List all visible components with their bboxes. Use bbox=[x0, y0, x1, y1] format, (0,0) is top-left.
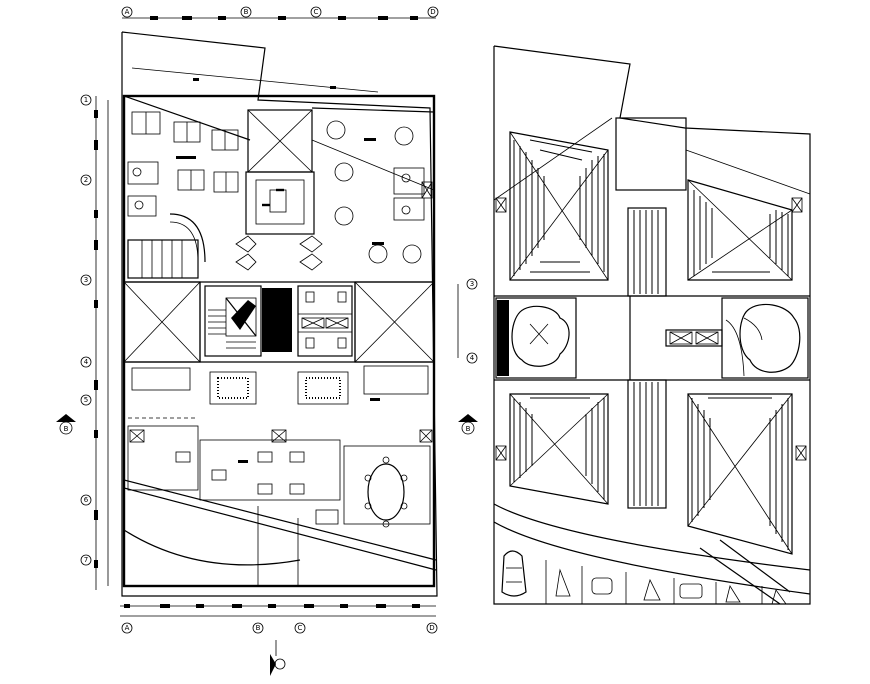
grid-label-b-bottom: B bbox=[256, 624, 261, 632]
grid-label-b-top: B bbox=[244, 8, 249, 16]
grid-label-d-top: D bbox=[430, 8, 435, 16]
left-dimension-line bbox=[94, 96, 109, 590]
roof-bottom-left bbox=[509, 393, 609, 505]
courtyard-right bbox=[721, 297, 809, 379]
grid-label-d-bottom: D bbox=[429, 624, 434, 632]
edge-vents bbox=[495, 197, 807, 461]
office-furniture-top-left bbox=[127, 111, 239, 217]
stair-core bbox=[204, 285, 292, 357]
grid-label-6: 6 bbox=[84, 496, 89, 504]
roof-bottom-right bbox=[687, 393, 793, 555]
section-marker-right: B bbox=[466, 425, 471, 433]
office-furniture-lower bbox=[127, 365, 433, 528]
parking-area bbox=[501, 539, 791, 605]
right-grid-bubbles: 3 4 bbox=[457, 278, 478, 364]
grid-label-1: 1 bbox=[84, 96, 88, 104]
left-stair bbox=[127, 213, 206, 279]
grid-label-7: 7 bbox=[84, 556, 88, 564]
grid-label-right-4: 4 bbox=[470, 354, 475, 362]
grid-label-4: 4 bbox=[84, 358, 89, 366]
round-tables-top-right bbox=[326, 120, 433, 264]
section-markers: B B bbox=[56, 414, 478, 435]
roof-plan bbox=[493, 45, 811, 605]
left-grid-bubbles: 1 2 3 4 5 6 7 bbox=[80, 94, 92, 566]
skylight-strips bbox=[627, 207, 667, 509]
entrance-ramp bbox=[123, 479, 437, 586]
ventilation-units bbox=[665, 329, 723, 347]
car-icon bbox=[501, 550, 527, 597]
section-marker-left: B bbox=[64, 425, 69, 433]
grid-label-right-3: 3 bbox=[470, 280, 474, 288]
roof-top-right bbox=[687, 179, 793, 281]
grid-label-a-top: A bbox=[125, 8, 130, 16]
floor-plan: A B C D bbox=[56, 6, 478, 676]
courtyard-left bbox=[495, 297, 577, 379]
grid-label-2: 2 bbox=[84, 176, 88, 184]
grid-label-3: 3 bbox=[84, 276, 88, 284]
grid-label-c-top: C bbox=[314, 8, 319, 16]
bottom-grid-bubbles: A B C D bbox=[121, 622, 438, 634]
roof-top-left bbox=[509, 131, 609, 281]
atrium-void-left bbox=[123, 281, 201, 363]
planters bbox=[235, 235, 323, 271]
bottom-dimension-line bbox=[120, 604, 436, 617]
section-symbol-bottom bbox=[270, 640, 286, 676]
grid-label-a-bottom: A bbox=[125, 624, 130, 632]
restroom-core bbox=[297, 285, 353, 357]
atrium-void-top bbox=[245, 109, 315, 235]
grid-label-5: 5 bbox=[84, 396, 88, 404]
top-grid-bubbles: A B C D bbox=[121, 6, 439, 18]
top-dimension-line bbox=[122, 16, 436, 20]
grid-label-c-bottom: C bbox=[298, 624, 303, 632]
atrium-void-right bbox=[354, 281, 435, 363]
site-boundary bbox=[121, 31, 438, 597]
